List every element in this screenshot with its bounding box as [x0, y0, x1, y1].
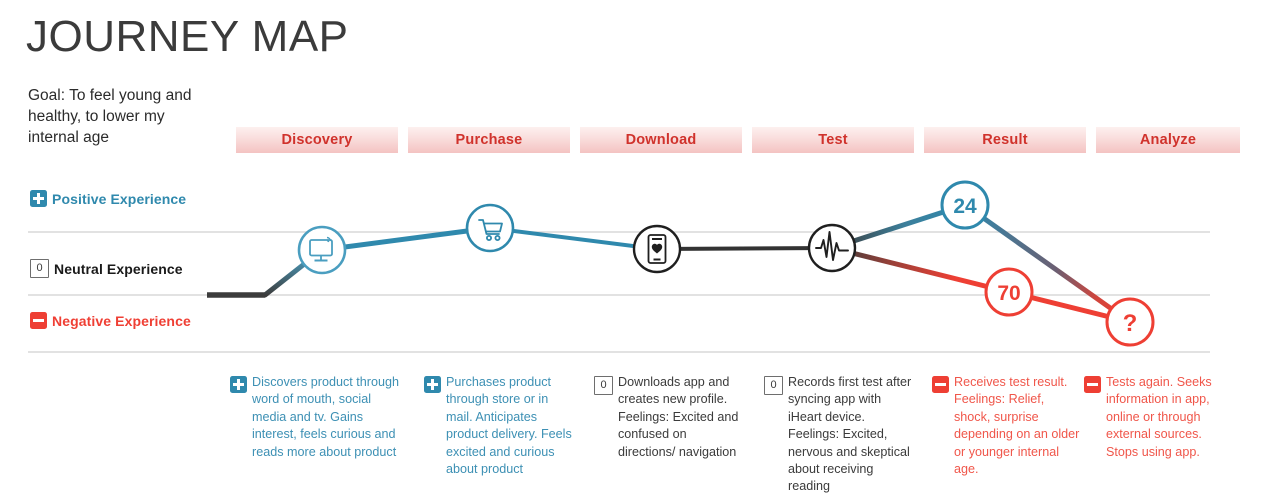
minus-badge-icon: [932, 376, 949, 393]
node-value-label: 24: [953, 195, 977, 218]
node-analyze[interactable]: ?: [1105, 297, 1155, 347]
caption-text: Discovers product through word of mouth,…: [252, 375, 399, 459]
stage-header-test[interactable]: Test: [752, 127, 914, 153]
node-result-negative[interactable]: 70: [984, 267, 1034, 317]
pulse-icon: [815, 231, 849, 261]
caption-result: Receives test result. Feelings: Relief, …: [932, 374, 1082, 478]
stage-label: Purchase: [455, 132, 523, 148]
stage-label: Analyze: [1139, 132, 1197, 148]
plus-badge-icon: [230, 376, 247, 393]
caption-discovery: Discovers product through word of mouth,…: [230, 374, 406, 461]
stage-header-purchase[interactable]: Purchase: [408, 127, 570, 153]
stage-label: Result: [982, 132, 1028, 148]
node-test[interactable]: [807, 223, 857, 273]
caption-test: 0 Records first test after syncing app w…: [764, 374, 916, 496]
node-download[interactable]: [632, 224, 682, 274]
caption-download: 0 Downloads app and creates new profile.…: [594, 374, 744, 461]
phone-heart-icon: [647, 234, 667, 264]
stage-header-analyze[interactable]: Analyze: [1096, 127, 1240, 153]
zero-badge-icon: 0: [764, 376, 783, 395]
plus-badge-icon: [424, 376, 441, 393]
node-discovery[interactable]: [297, 225, 347, 275]
stage-header-result[interactable]: Result: [924, 127, 1086, 153]
stage-header-band: Discovery Purchase Download Test Result …: [236, 127, 1240, 153]
axis-label-neutral: 0 Neutral Experience: [30, 259, 183, 278]
stage-label: Discovery: [281, 132, 353, 148]
caption-analyze: Tests again. Seeks information in app, o…: [1084, 374, 1219, 461]
axis-label-text: Negative Experience: [52, 312, 191, 329]
zero-badge-icon: 0: [30, 259, 49, 278]
caption-text: Receives test result. Feelings: Relief, …: [954, 375, 1080, 477]
monitor-icon: [309, 236, 333, 262]
minus-badge-icon: [1084, 376, 1101, 393]
minus-badge-icon: [30, 312, 47, 329]
node-value-label: 70: [997, 282, 1020, 305]
journey-line-negative-branch: [829, 245, 1133, 325]
caption-text: Purchases product through store or in ma…: [446, 375, 572, 477]
axis-label-positive: Positive Experience: [30, 190, 186, 207]
stage-label: Download: [625, 132, 697, 148]
caption-text: Records first test after syncing app wit…: [788, 375, 912, 494]
cart-icon: [478, 219, 503, 242]
node-result-positive[interactable]: 24: [940, 180, 990, 230]
stage-header-download[interactable]: Download: [580, 127, 742, 153]
node-value-label: ?: [1123, 310, 1138, 337]
caption-text: Downloads app and creates new profile. F…: [618, 375, 739, 459]
goal-statement: Goal: To feel young and healthy, to lowe…: [28, 87, 192, 146]
axis-label-negative: Negative Experience: [30, 312, 191, 329]
page-title: JOURNEY MAP: [26, 12, 349, 61]
journey-chart: 24 70 ?: [28, 180, 1210, 353]
axis-label-text: Neutral Experience: [54, 260, 183, 277]
caption-purchase: Purchases product through store or in ma…: [424, 374, 574, 478]
axis-label-text: Positive Experience: [52, 190, 187, 207]
node-purchase[interactable]: [465, 203, 515, 253]
plus-badge-icon: [30, 190, 47, 207]
stage-label: Test: [818, 132, 848, 148]
caption-text: Tests again. Seeks information in app, o…: [1106, 375, 1212, 459]
zero-badge-icon: 0: [594, 376, 613, 395]
stage-header-discovery[interactable]: Discovery: [236, 127, 398, 153]
